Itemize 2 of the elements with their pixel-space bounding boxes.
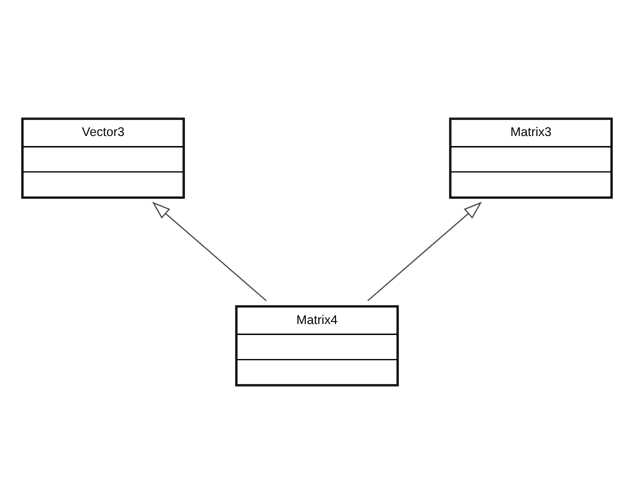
arrow [152,201,267,301]
arrow [367,201,482,301]
